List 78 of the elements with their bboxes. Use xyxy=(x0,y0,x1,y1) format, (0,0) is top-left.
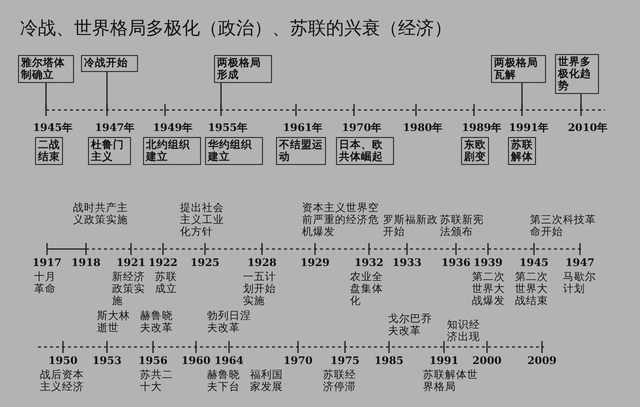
event-label: 农业全盘集体化 xyxy=(350,271,384,307)
year-label: 1928 xyxy=(246,257,278,269)
year-label: 1933 xyxy=(391,257,423,269)
connector-line xyxy=(220,83,222,110)
year-label: 1947年 xyxy=(94,122,136,134)
year-label: 1955年 xyxy=(206,122,250,134)
connector-line xyxy=(580,94,582,110)
year-label: 1975 xyxy=(329,355,361,367)
year-label: 1917 xyxy=(31,257,63,269)
event-box: 杜鲁门主义 xyxy=(88,137,131,165)
event-box: 华约组织建立 xyxy=(205,137,263,165)
event-label: 战后资本主义经济 xyxy=(40,369,85,393)
year-label: 1956 xyxy=(137,355,169,367)
event-label: 苏共二十大 xyxy=(140,369,174,393)
event-label: 一五计划开始实施 xyxy=(243,271,277,307)
year-label: 1985 xyxy=(373,355,405,367)
event-box: 北约组织建立 xyxy=(143,137,201,165)
event-label: 赫鲁晓夫下台 xyxy=(207,369,241,393)
event-label: 提出社会主义工业化方针 xyxy=(180,202,225,238)
event-box: 苏联解体 xyxy=(508,137,536,165)
year-label: 2000 xyxy=(471,355,503,367)
year-label: 1947 xyxy=(564,257,596,269)
year-label: 1953 xyxy=(91,355,123,367)
event-label: 苏联经济停滞 xyxy=(323,369,357,393)
event-label: 福利国家发展 xyxy=(250,369,284,393)
event-box: 两极格局形成 xyxy=(214,55,272,83)
year-label: 1945 xyxy=(518,257,550,269)
year-label: 1932 xyxy=(353,257,385,269)
connector-line xyxy=(106,72,108,110)
year-label: 1970 xyxy=(282,355,314,367)
year-label: 1925 xyxy=(189,257,221,269)
event-label: 戈尔巴乔夫改革 xyxy=(388,313,433,337)
year-label: 1949年 xyxy=(152,122,194,134)
connector-line xyxy=(521,83,523,110)
year-label: 1918 xyxy=(70,257,102,269)
event-box: 不结盟运动 xyxy=(276,137,326,165)
event-label: 苏联成立 xyxy=(155,271,178,295)
event-box: 冷战开始 xyxy=(81,55,138,72)
event-box: 东欧剧变 xyxy=(461,137,489,165)
event-label: 新经济政策实施 xyxy=(112,271,146,307)
year-label: 2009 xyxy=(526,355,558,367)
event-box: 雅尔塔体制确立 xyxy=(18,55,74,83)
year-label: 1991年 xyxy=(508,122,550,134)
event-box: 世界多极化趋势 xyxy=(555,54,599,94)
year-label: 1980年 xyxy=(402,122,444,134)
year-label: 1929 xyxy=(299,257,331,269)
event-label: 知识经济出现 xyxy=(447,319,481,343)
event-label: 赫鲁晓夫改革 xyxy=(140,310,174,334)
year-label: 1921 xyxy=(115,257,147,269)
event-label: 第二次世界大战结束 xyxy=(515,271,549,307)
year-label: 1964 xyxy=(213,355,245,367)
event-label: 勃列日涅夫改革 xyxy=(207,310,252,334)
year-label: 1922 xyxy=(147,257,179,269)
event-box: 二战结束 xyxy=(35,137,63,165)
year-label: 2010年 xyxy=(566,122,610,134)
event-label: 第三次科技革命开始 xyxy=(530,214,596,238)
year-label: 1961年 xyxy=(282,122,324,134)
year-label: 1936 xyxy=(440,257,472,269)
event-box: 日本、欧共体崛起 xyxy=(336,137,394,165)
event-label: 斯大林逝世 xyxy=(97,310,131,334)
event-label: 十月革命 xyxy=(34,271,57,295)
event-label: 战时共产主义政策实施 xyxy=(73,202,129,226)
event-label: 第二次世界大战爆发 xyxy=(472,271,506,307)
event-label: 罗斯福新政开始 xyxy=(383,214,439,238)
year-label: 1989年 xyxy=(460,122,504,134)
event-label: 马歇尔计划 xyxy=(563,271,597,295)
year-label: 1960 xyxy=(180,355,212,367)
event-label: 苏联解体世界格局 xyxy=(423,369,479,393)
year-label: 1939 xyxy=(472,257,504,269)
connector-line xyxy=(45,83,47,110)
title: 冷战、世界格局多极化（政治）、苏联的兴衰（经济） xyxy=(20,17,452,40)
year-label: 1950 xyxy=(47,355,79,367)
year-label: 1991 xyxy=(428,355,460,367)
year-label: 1970年 xyxy=(340,122,384,134)
year-label: 1945年 xyxy=(32,122,74,134)
event-box: 两极格局瓦解 xyxy=(491,55,546,83)
event-label: 苏联新宪法颁布 xyxy=(440,214,485,238)
event-label: 资本主义世界空前严重的经济危机爆发 xyxy=(302,202,380,238)
